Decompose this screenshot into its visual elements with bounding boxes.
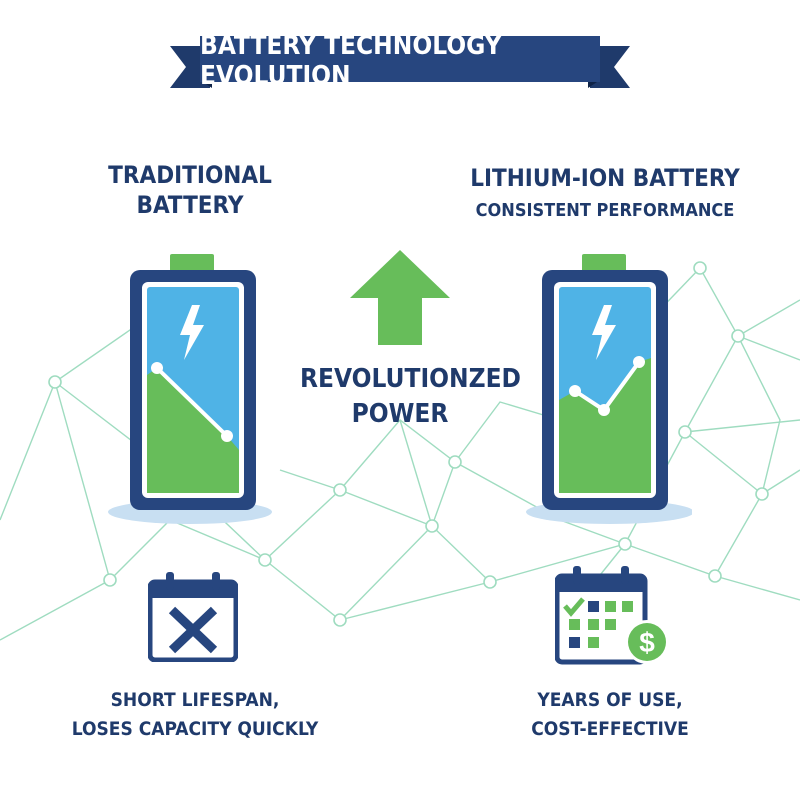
- calendar-x-icon: [148, 572, 238, 662]
- calendar-check-dollar-icon: $: [555, 566, 669, 665]
- ribbon-shape: [170, 36, 630, 88]
- lithium-ion-subheading: CONSISTENT PERFORMANCE: [475, 200, 735, 221]
- lightning-bolt-icon: [592, 305, 616, 360]
- center-line-1: REVOLUTIONZED: [300, 364, 521, 394]
- svg-text:$: $: [639, 627, 655, 658]
- caption-line-2: LOSES CAPACITY QUICKLY: [71, 718, 319, 741]
- revolutionized-power-label: REVOLUTIONZED POWER: [300, 362, 521, 432]
- center-line-2: POWER: [351, 399, 449, 430]
- caption-line-1: SHORT LIFESPAN,: [110, 689, 280, 711]
- lightning-bolt-icon: [180, 305, 204, 360]
- lithium-ion-heading: LITHIUM-ION BATTERY: [470, 164, 740, 192]
- up-arrow-icon: [350, 250, 450, 345]
- traditional-battery-heading: TRADITIONAL BATTERY: [100, 160, 280, 220]
- traditional-battery-caption: SHORT LIFESPAN, LOSES CAPACITY QUICKLY: [60, 686, 330, 745]
- lithium-ion-battery-icon: [526, 254, 692, 524]
- lithium-ion-caption: YEARS OF USE, COST-EFFECTIVE: [500, 686, 720, 745]
- page-title: BATTERY TECHNOLOGY EVOLUTION: [200, 31, 502, 91]
- title-banner: BATTERY TECHNOLOGY EVOLUTION: [170, 28, 630, 92]
- heading-line-2: BATTERY: [136, 191, 244, 219]
- heading-line-1: TRADITIONAL: [108, 161, 272, 189]
- caption-line-2: COST-EFFECTIVE: [531, 718, 689, 741]
- traditional-battery-icon: [108, 254, 272, 524]
- caption-line-1: YEARS OF USE,: [537, 689, 683, 711]
